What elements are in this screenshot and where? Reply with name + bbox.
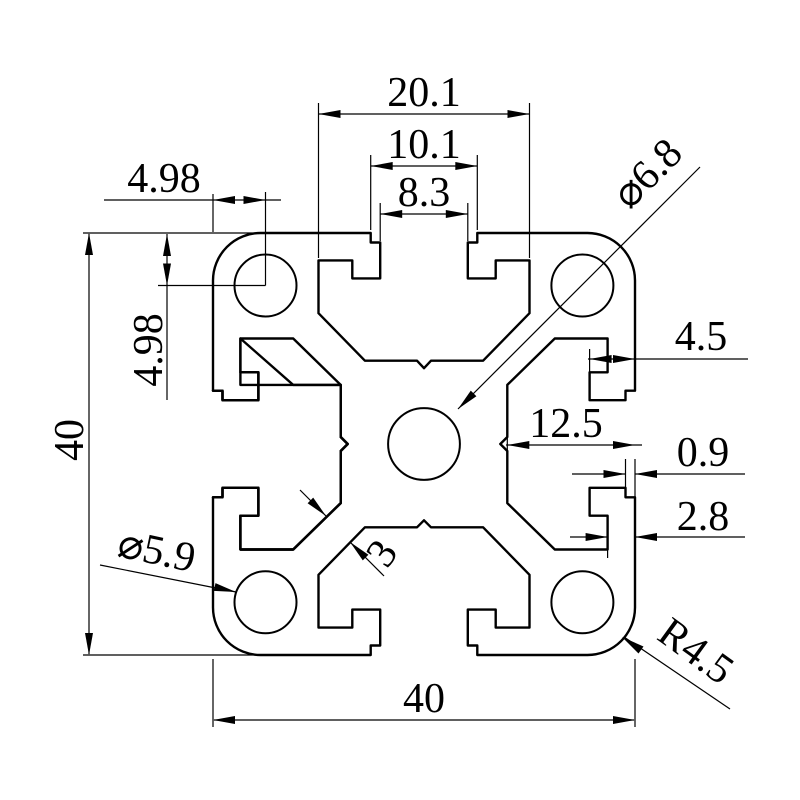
dim-corner-hole-label: ⌀5.9 xyxy=(114,521,200,582)
dim-corner-radius: R4.5 xyxy=(622,609,742,710)
leader-line xyxy=(457,166,701,410)
dim-corner-radius-label: R4.5 xyxy=(650,609,742,694)
dim-lip-step-label: 0.9 xyxy=(677,430,730,476)
arrowhead xyxy=(613,716,635,724)
dim-width-label: 40 xyxy=(403,676,445,722)
center-hole xyxy=(387,407,461,481)
arrowhead xyxy=(455,162,478,170)
dim-center-hole: ⌀6.8 xyxy=(457,130,701,410)
arrowhead xyxy=(445,210,468,218)
dim-hole-offset-v: 4.98 xyxy=(126,234,266,400)
dim-hole-offset-h: 4.98 xyxy=(104,156,281,286)
arrowhead xyxy=(635,470,657,478)
dim-ridge-depth: 4.5 xyxy=(588,314,748,374)
dim-lip-depth: 2.8 xyxy=(570,494,745,558)
dim-mouth-inner: 8.3 xyxy=(379,170,469,241)
dim-web-thickness-label: 3 xyxy=(357,532,407,576)
dim-center-hole-label: ⌀6.8 xyxy=(604,130,692,218)
dim-mouth-inner-label: 8.3 xyxy=(398,170,451,216)
arrowhead xyxy=(318,110,341,118)
dim-lip-step: 0.9 xyxy=(572,430,745,498)
arrowhead xyxy=(458,390,477,409)
dim-cavity-depth: 12.5 xyxy=(506,401,642,456)
dim-width: 40 xyxy=(212,659,636,727)
corner-hole-bottom-left xyxy=(233,570,298,635)
left-cavity-patch xyxy=(211,337,349,551)
dim-mouth-outer: 10.1 xyxy=(370,122,478,230)
arrowhead xyxy=(507,110,530,118)
arrowhead xyxy=(213,196,235,204)
arrowhead xyxy=(350,542,369,561)
corner-hole-bottom-right xyxy=(550,570,615,635)
arrowhead xyxy=(307,497,326,516)
arrowhead xyxy=(603,470,626,478)
dim-ridge-depth-label: 4.5 xyxy=(675,314,728,360)
leader-line xyxy=(99,564,237,593)
arrowhead xyxy=(613,355,635,363)
arrowhead xyxy=(622,637,644,654)
arrowhead xyxy=(613,441,635,449)
arrowhead xyxy=(585,533,608,541)
arrowhead xyxy=(635,533,657,541)
dim-cavity-depth-label: 12.5 xyxy=(529,401,603,447)
arrowhead xyxy=(213,716,235,724)
dim-height: 40 xyxy=(47,232,272,656)
dim-web-thickness: 3 xyxy=(299,489,407,577)
dim-slot-span-label: 20.1 xyxy=(387,70,461,116)
left-cavity-outline xyxy=(211,337,349,551)
arrowhead xyxy=(85,233,93,255)
dim-mouth-outer-label: 10.1 xyxy=(387,122,461,168)
arrowhead xyxy=(243,196,266,204)
arrowhead xyxy=(85,633,93,655)
dim-lip-depth-label: 2.8 xyxy=(677,494,730,540)
arrowhead xyxy=(370,162,393,170)
arrowhead xyxy=(589,355,612,363)
dim-corner-hole: ⌀5.9 xyxy=(99,521,237,593)
arrowhead xyxy=(380,210,403,218)
dim-slot-span: 20.1 xyxy=(317,70,531,258)
corner-hole-top-right xyxy=(550,253,615,318)
arrowhead xyxy=(507,441,530,449)
arrowhead xyxy=(213,583,236,592)
dim-hole-offset-v-label: 4.98 xyxy=(126,313,172,387)
arrowhead xyxy=(163,263,171,286)
arrowhead xyxy=(163,234,171,256)
dim-height-label: 40 xyxy=(47,419,93,461)
dim-hole-offset-h-label: 4.98 xyxy=(127,156,201,202)
